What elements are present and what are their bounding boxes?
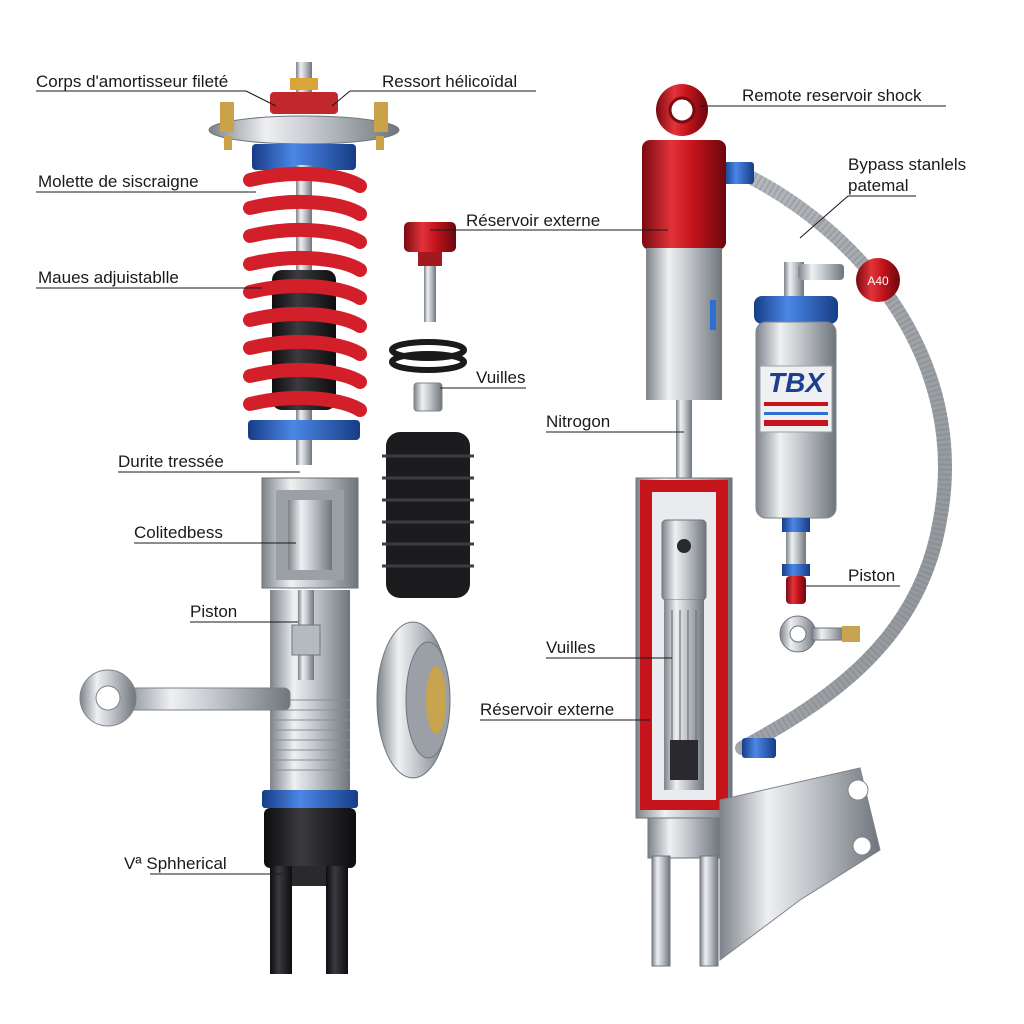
coilover-assembly xyxy=(79,62,400,974)
remote-reservoir-shock: TBX A40 xyxy=(635,84,952,967)
dust-boot xyxy=(382,432,474,598)
label-vuilles-right: Vuilles xyxy=(546,638,596,657)
label-coil-spring: Ressort hélicoïdal xyxy=(382,72,518,91)
bearing-hub xyxy=(376,621,451,779)
spanner-wrench xyxy=(79,669,291,727)
reservoir-canister: TBX A40 xyxy=(754,258,900,604)
label-spherical: Vª Sphherical xyxy=(124,854,227,873)
label-remote-reservoir-shock: Remote reservoir shock xyxy=(742,86,922,105)
label-bypass-line1: Bypass stanlels xyxy=(848,155,967,174)
label-nitrogen: Nitrogon xyxy=(546,412,611,431)
label-piston-left: Piston xyxy=(190,602,238,621)
exploded-parts xyxy=(376,222,474,779)
label-adjuster-knob: Molette de siscraigne xyxy=(38,172,199,191)
coil-spring xyxy=(243,166,367,417)
label-threaded-body: Corps d'amortisseur fileté xyxy=(36,72,229,91)
label-bypass-line2: patemal xyxy=(848,176,909,195)
label-external-reservoir-right: Réservoir externe xyxy=(480,700,615,719)
label-external-reservoir-mid: Réservoir externe xyxy=(466,211,601,230)
leader-lines xyxy=(36,90,946,875)
label-piston-right: Piston xyxy=(848,566,896,585)
reservoir-brand: TBX xyxy=(768,367,826,398)
label-vuilles-mid: Vuilles xyxy=(476,368,526,387)
label-adjustable: Maues adjuistablle xyxy=(38,268,179,287)
knob-label: A40 xyxy=(867,274,889,288)
label-colitedbess: Colitedbess xyxy=(134,523,223,542)
banjo-fitting xyxy=(779,615,860,653)
mounting-bracket xyxy=(719,767,881,961)
label-braided-hose: Durite tressée xyxy=(118,452,224,471)
